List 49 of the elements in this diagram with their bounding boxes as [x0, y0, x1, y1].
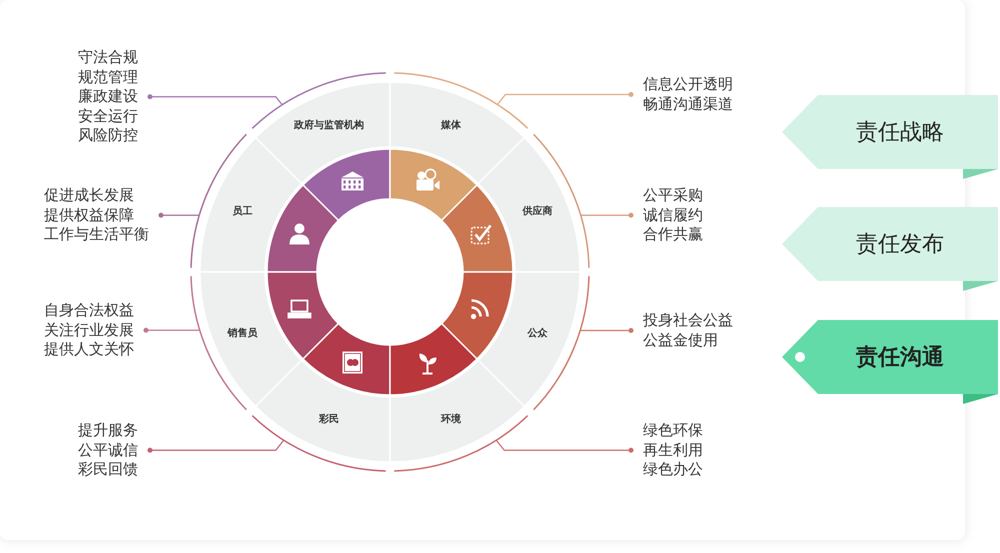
leader-line — [580, 328, 634, 333]
description-line: 公平采购 — [643, 186, 703, 206]
description-line: 廉政建设 — [78, 87, 138, 106]
leader-line — [158, 212, 200, 218]
description-line: 信息公开透明 — [643, 75, 733, 94]
description-line: 工作与生活平衡 — [44, 225, 149, 244]
description-line: 绿色环保 — [643, 421, 703, 440]
description-line: 投身社会公益 — [643, 311, 733, 330]
description-line: 再生利用 — [643, 440, 703, 460]
description-line: 诚信履约 — [643, 206, 703, 225]
description-line: 关注行业发展 — [44, 320, 134, 340]
segment-label: 公众 — [527, 326, 548, 340]
description-line: 守法合规 — [78, 48, 138, 68]
leader-line — [144, 328, 200, 333]
segment-label: 员工 — [232, 204, 253, 218]
leader-line — [580, 212, 634, 218]
tab: 责任沟通 — [782, 320, 998, 394]
segment-label: 供应商 — [522, 204, 552, 218]
ring-segment — [252, 72, 391, 222]
description-line: 提供人文关怀 — [44, 340, 134, 360]
description-line: 风险防控 — [78, 126, 138, 146]
leader-line — [496, 440, 634, 453]
description-line: 合作共赢 — [643, 225, 703, 244]
description-line: 绿色办公 — [643, 460, 703, 480]
segment-label: 环境 — [441, 412, 462, 426]
ring-segment — [440, 134, 590, 273]
description-line: 安全运行 — [78, 106, 138, 126]
description-line: 自身合法权益 — [44, 301, 134, 320]
leader-line — [148, 94, 283, 106]
description-line: 促进成长发展 — [44, 186, 134, 206]
description-line: 提供权益保障 — [44, 206, 134, 225]
leader-line — [148, 440, 284, 453]
segment-label: 政府与监管机构 — [294, 118, 364, 132]
ring-segment — [440, 271, 590, 410]
description-line: 公益金使用 — [643, 330, 718, 350]
tab: 责任战略 — [782, 95, 998, 169]
segment-label: 彩民 — [318, 412, 339, 426]
ring-segment — [190, 271, 340, 410]
tab: 责任发布 — [782, 207, 998, 281]
ring-segment — [389, 322, 528, 472]
ring-segment — [190, 134, 340, 273]
segment-label: 销售员 — [228, 326, 258, 340]
description-line: 提升服务 — [78, 421, 138, 440]
description-line: 彩民回馈 — [78, 460, 138, 480]
segment-label: 媒体 — [441, 118, 462, 132]
description-line: 公平诚信 — [78, 440, 138, 460]
description-line: 畅通沟通渠道 — [643, 94, 733, 114]
description-line: 规范管理 — [78, 68, 138, 87]
leader-line — [496, 92, 634, 105]
